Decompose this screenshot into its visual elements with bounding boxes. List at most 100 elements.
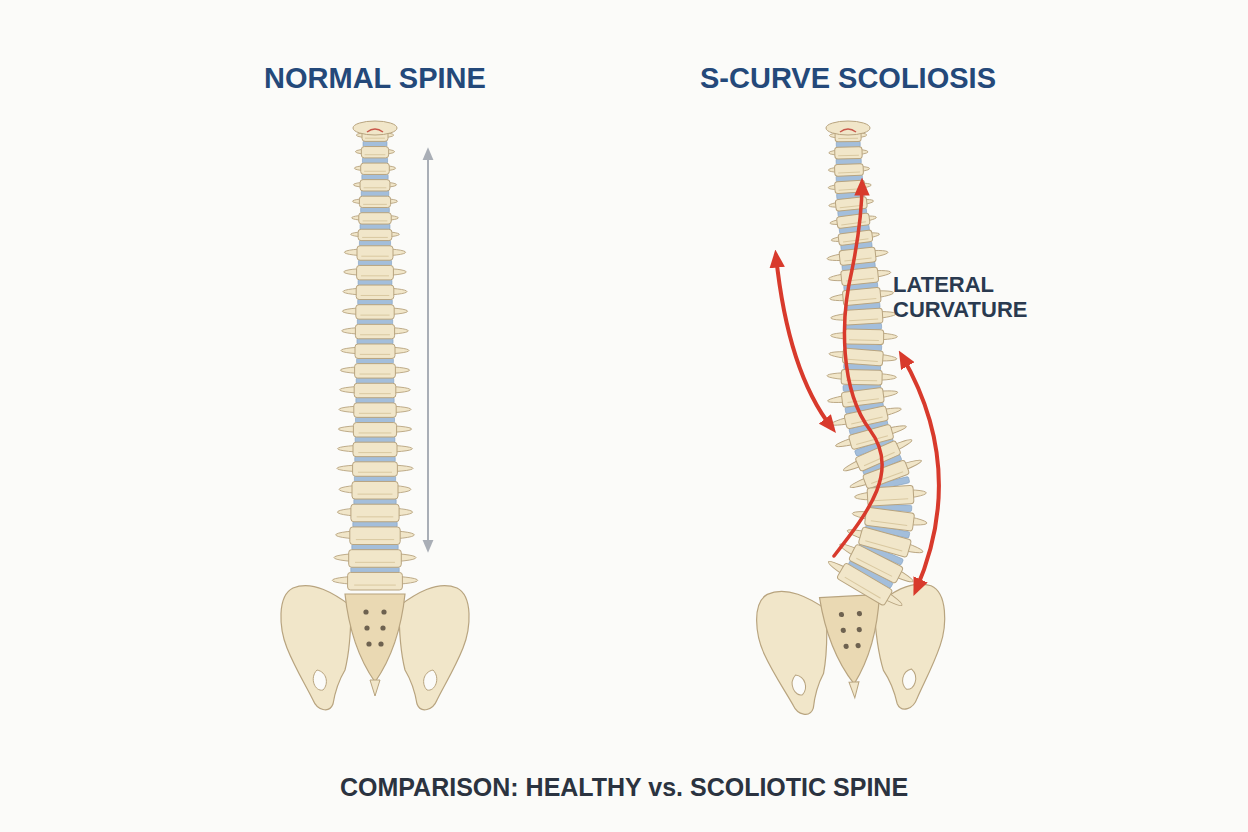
length-arrow xyxy=(427,152,429,548)
vertebral-body xyxy=(361,163,390,174)
vertebra-shading xyxy=(354,585,396,586)
pelvic-foramen xyxy=(902,669,916,690)
heading-label: S-CURVE SCOLIOSIS xyxy=(648,62,1048,95)
vertebra-shading xyxy=(357,516,394,517)
vertebra xyxy=(353,180,396,191)
vertebral-body xyxy=(359,213,392,224)
sacral-foramen xyxy=(380,625,385,630)
vertebra-shading xyxy=(364,187,387,188)
vertebral-body xyxy=(354,403,396,417)
atlas-vertebra xyxy=(353,121,397,135)
vertebral-body xyxy=(348,572,403,590)
vertebral-body xyxy=(862,460,909,490)
vertebra-shading xyxy=(865,541,902,551)
vertebral-body xyxy=(361,147,388,158)
vertebra xyxy=(344,265,407,279)
vertebra-shading xyxy=(358,452,391,453)
vertebral-body xyxy=(354,383,396,397)
vertebra-shading xyxy=(356,539,394,540)
atlas-accent xyxy=(367,129,383,132)
vertebra xyxy=(337,504,412,522)
vertebra xyxy=(827,386,899,410)
vertebral-body xyxy=(844,329,883,345)
heading-label: NORMAL SPINE xyxy=(175,62,575,95)
vertebra-shading xyxy=(847,399,878,403)
vertebra-shading xyxy=(359,413,391,414)
scoliotic-spine xyxy=(823,121,928,614)
vertebra xyxy=(854,485,927,507)
sacral-foramen xyxy=(363,609,368,614)
vertebral-body xyxy=(841,387,884,407)
vertebra xyxy=(828,180,872,194)
coccyx xyxy=(849,682,860,699)
vertebra xyxy=(337,462,413,476)
vertebra xyxy=(831,329,898,345)
vertebral-body xyxy=(353,462,398,476)
vertebra-shading xyxy=(848,298,876,301)
vertebra xyxy=(354,163,395,174)
vertebral-body xyxy=(357,246,393,260)
vertebra-shading xyxy=(839,189,862,190)
vertebra-shading xyxy=(871,472,903,484)
vertebra-shading xyxy=(360,334,390,335)
vertebra xyxy=(828,163,870,176)
vertebral-body xyxy=(356,285,394,299)
vertebra xyxy=(828,196,874,212)
vertebral-body xyxy=(836,563,892,606)
vertebra xyxy=(342,324,409,338)
vertebra-shading xyxy=(359,432,392,433)
vertebral-body xyxy=(355,324,394,338)
vertebra xyxy=(334,550,416,568)
sacral-foramen xyxy=(857,627,862,632)
transverse-process xyxy=(826,558,904,610)
vertebral-body xyxy=(844,308,883,325)
normal-spine xyxy=(332,121,417,590)
vertebra-shading xyxy=(358,472,392,473)
vertebral-body xyxy=(360,180,390,191)
vertebra-shading xyxy=(873,499,908,501)
vertebral-body xyxy=(841,267,879,286)
vertebra-shading xyxy=(841,222,866,225)
vertebra xyxy=(340,364,409,378)
vertebra-shading xyxy=(847,359,877,361)
figure-caption: COMPARISON: HEALTHY vs. SCOLIOTIC SPINE xyxy=(174,773,1074,802)
vertebra-shading xyxy=(871,521,907,526)
vertebral-body xyxy=(359,196,390,207)
vertebral-body xyxy=(355,364,396,378)
pelvic-foramen xyxy=(313,670,326,690)
vertebra-shading xyxy=(355,562,395,563)
vertebra xyxy=(355,147,394,158)
ilium-wing xyxy=(755,589,831,717)
vertebra-shading xyxy=(849,319,878,321)
vertebra-shading xyxy=(358,494,393,495)
normal-pelvis xyxy=(281,586,469,710)
vertebra xyxy=(352,213,399,224)
vertebra-shading xyxy=(361,295,390,296)
sacral-foramen xyxy=(857,611,862,616)
vertebra xyxy=(353,196,398,207)
vertebra-shading xyxy=(360,354,390,355)
vertebral-body xyxy=(834,164,863,177)
vertebra xyxy=(338,423,411,437)
vertebra xyxy=(340,383,411,397)
vertebra-shading xyxy=(838,155,859,157)
vertebral-body xyxy=(353,423,396,437)
ilium-wing xyxy=(281,586,351,710)
vertebral-body xyxy=(864,507,914,531)
vertebra xyxy=(332,572,417,590)
vertebra-shading xyxy=(838,138,858,139)
vertebral-body xyxy=(358,229,392,240)
curvature-arrow xyxy=(776,256,832,428)
callout-label: LATERAL CURVATURE xyxy=(893,272,1043,323)
vertebra-shading xyxy=(364,171,386,172)
vertebra xyxy=(341,344,409,358)
vertebra-shading xyxy=(363,220,388,221)
sacral-foramen xyxy=(855,643,860,648)
vertebra xyxy=(339,481,411,499)
vertebra xyxy=(342,305,407,319)
coccyx xyxy=(370,680,380,696)
vertebral-body xyxy=(350,527,400,545)
sacrum xyxy=(345,594,405,682)
vertebral-body xyxy=(836,213,870,229)
